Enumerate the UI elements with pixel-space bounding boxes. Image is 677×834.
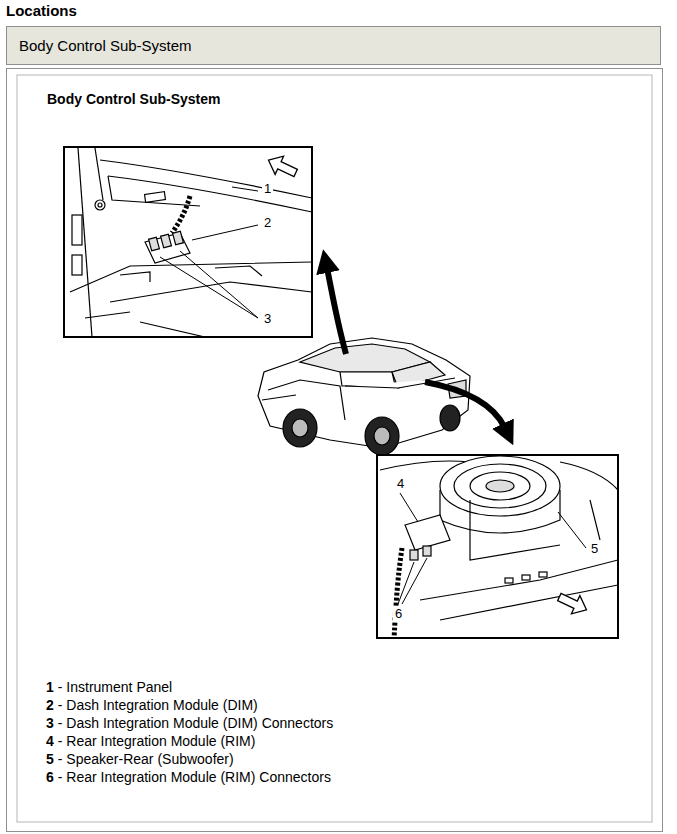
part-name: - Dash Integration Module (DIM) Connecto… (58, 715, 333, 732)
callout-number: 1 (262, 181, 273, 197)
leader-lines (160, 187, 258, 318)
direction-arrow (555, 588, 591, 619)
callout-number: 2 (262, 215, 273, 231)
callout-number: 2 (46, 697, 54, 714)
callout-number: 6 (393, 606, 404, 622)
trunk-view (380, 456, 618, 638)
header-band: Body Control Sub-System (6, 26, 661, 65)
callout-number: 3 (262, 311, 273, 327)
part-name: - Rear Integration Module (RIM) (58, 733, 256, 750)
callout-number: 5 (589, 541, 600, 557)
callout-number: 3 (46, 715, 54, 732)
part-name: - Dash Integration Module (DIM) (58, 697, 258, 714)
part-name: - Speaker-Rear (Subwoofer) (58, 751, 234, 768)
page-heading: Locations (6, 2, 77, 20)
inset-frame (64, 147, 312, 337)
inner-frame (17, 75, 652, 822)
callout-number: 6 (46, 769, 54, 786)
callout-arrow (327, 268, 505, 428)
callout-number: 5 (46, 751, 54, 768)
car (258, 338, 470, 455)
direction-arrow (264, 151, 300, 182)
part-name: - Rear Integration Module (RIM) Connecto… (58, 769, 331, 786)
leader-lines (398, 493, 586, 604)
box-text: Body Control Sub-System (19, 37, 192, 55)
inset-frame (377, 455, 618, 638)
callout-number: 4 (46, 733, 54, 750)
instrument-panel-view (70, 148, 312, 337)
box-text: Body Control Sub-System (47, 91, 220, 108)
callout-number: 4 (395, 476, 406, 492)
callout-number: 1 (46, 679, 54, 696)
part-name: - Instrument Panel (58, 679, 172, 696)
